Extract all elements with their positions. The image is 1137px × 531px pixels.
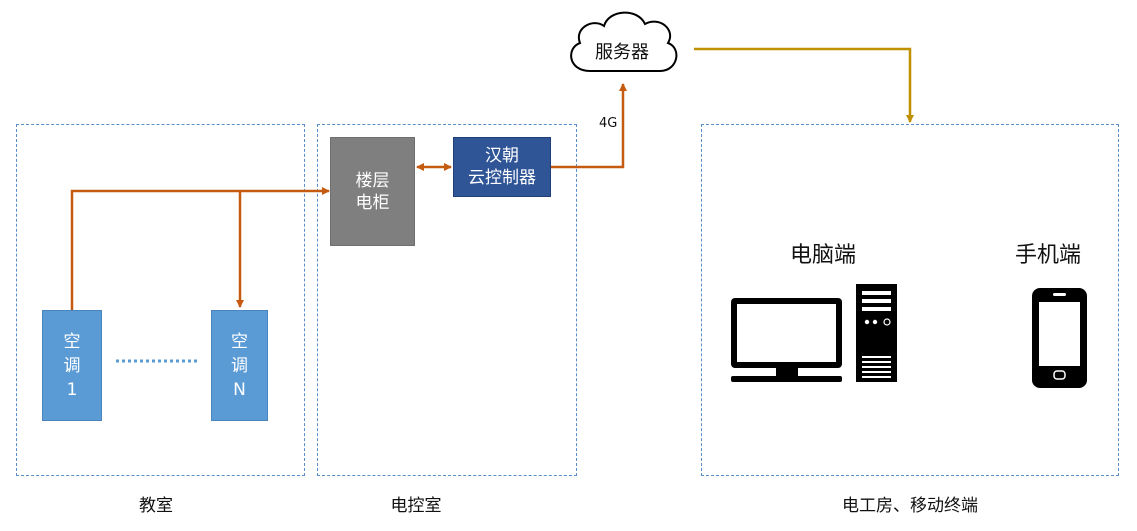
classroom-label: 教室 (139, 496, 173, 516)
ac-unit-1-line-3: 1 (66, 379, 78, 400)
ac-unit-n[interactable]: 空 调 N (211, 310, 268, 421)
ac-unit-1-line-2: 调 (63, 355, 81, 376)
ac-unit-1-line-1: 空 (63, 331, 81, 352)
server-label: 服务器 (595, 42, 649, 63)
floor-cabinet-line-1: 楼层 (355, 170, 390, 191)
phone-terminal-label: 手机端 (1015, 243, 1082, 268)
link-4g-label: 4G (599, 116, 618, 131)
ac-unit-n-line-2: 调 (231, 355, 248, 376)
ac-bus-line (70, 187, 330, 310)
ac-unit-n-line-3: N (233, 379, 246, 400)
cloud-icon (570, 11, 678, 72)
server-terminal-link (694, 47, 914, 123)
ac-unit-1[interactable]: 空 调 1 (42, 310, 102, 421)
controller-line-1: 汉朝 (485, 146, 519, 166)
controller-line-2: 云控制器 (468, 168, 536, 188)
ac-unit-n-line-1: 空 (231, 331, 248, 352)
control-room-label: 电控室 (390, 496, 442, 516)
control-room-zone (317, 124, 577, 476)
cloud-controller[interactable]: 汉朝 云控制器 (453, 137, 551, 197)
monitor-icon (731, 298, 842, 382)
controller-server-link (550, 83, 627, 169)
electrician-mobile-label: 电工房、移动终端 (842, 496, 978, 516)
floor-cabinet-line-2: 电柜 (355, 192, 390, 213)
pc-terminal-label: 电脑端 (790, 243, 857, 268)
electrician-mobile-zone (701, 124, 1119, 476)
floor-cabinet[interactable]: 楼层 电柜 (330, 137, 415, 246)
smartphone-icon (1032, 288, 1087, 388)
pc-tower-icon (856, 284, 897, 382)
classroom-zone (16, 124, 305, 476)
